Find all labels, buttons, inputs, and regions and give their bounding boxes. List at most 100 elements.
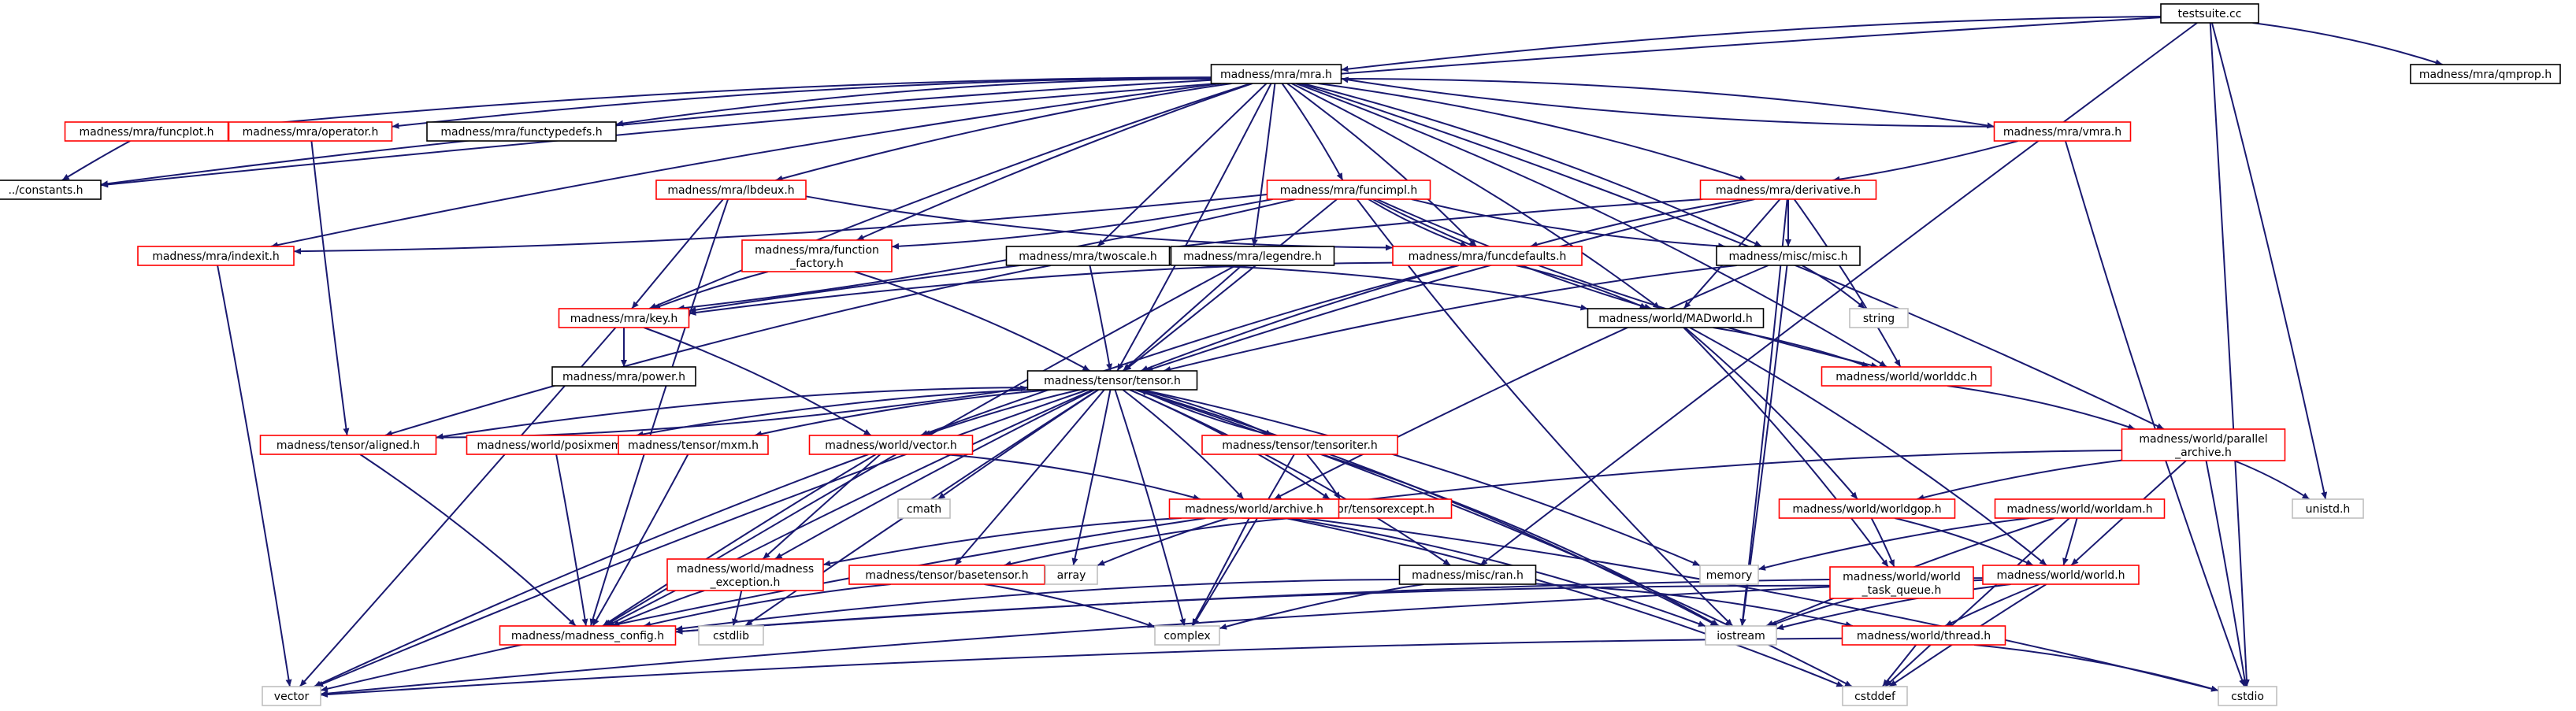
graph-node-n14[interactable]: madness/mra/legendre.h xyxy=(1170,246,1335,266)
edge-n27-n32 xyxy=(945,454,1201,501)
edge-n9-n16 xyxy=(1411,198,1726,250)
graph-node-n0[interactable]: testsuite.cc xyxy=(2160,3,2259,24)
edge-n23-n32 xyxy=(1338,450,2122,505)
graph-node-n22[interactable]: madness/world/worlddc.h xyxy=(1821,366,1992,387)
node-box xyxy=(666,558,824,591)
graph-node-n7[interactable]: ../constants.h xyxy=(0,180,102,200)
edge-n1-n9 xyxy=(1281,83,1344,181)
node-label: unistd.h xyxy=(2306,503,2351,516)
edge-n3-n7 xyxy=(61,140,131,181)
graph-node-n42[interactable]: madness/madness_config.h xyxy=(499,625,677,646)
edge-n38-n46 xyxy=(1535,583,1854,628)
graph-node-n41[interactable]: madness/world/world.h xyxy=(1982,565,2140,585)
graph-node-n29[interactable]: unistd.h xyxy=(2292,498,2364,519)
edge-n23-n33 xyxy=(1917,459,2122,501)
edge-n10-n21 xyxy=(1145,198,1755,372)
graph-node-n39[interactable]: memory xyxy=(1699,565,1759,585)
graph-node-n5[interactable]: madness/mra/functypedefs.h xyxy=(426,121,617,142)
edges-layer xyxy=(61,16,2443,698)
node-box xyxy=(228,121,393,142)
graph-node-n30[interactable]: cmath xyxy=(897,498,951,519)
graph-node-n24[interactable]: madness/tensor/aligned.h xyxy=(259,435,437,455)
graph-node-n46[interactable]: madness/world/thread.h xyxy=(1841,625,2006,646)
graph-node-n2[interactable]: madness/mra/qmprop.h xyxy=(2410,64,2561,84)
graph-node-n44[interactable]: complex xyxy=(1154,625,1220,646)
graph-node-n10[interactable]: madness/mra/derivative.h xyxy=(1699,180,1877,200)
graph-node-n26[interactable]: madness/tensor/mxm.h xyxy=(618,435,769,455)
graph-node-n16[interactable]: madness/misc/misc.h xyxy=(1716,246,1861,266)
edge-n1-n8 xyxy=(775,83,1232,182)
nodes-layer: testsuite.cc madness/mra/mra.h madness/mra… xyxy=(0,3,2561,706)
graph-node-n40[interactable]: madness/world/world_task_queue.h xyxy=(1829,566,1974,599)
graph-node-n23[interactable]: madness/world/parallel_archive.h xyxy=(2121,428,2286,461)
node-box xyxy=(1829,566,1974,599)
node-box xyxy=(259,435,437,455)
graph-node-n8[interactable]: madness/mra/lbdeux.h xyxy=(655,180,807,200)
node-label: madness/mra/funcimpl.h xyxy=(1280,184,1418,197)
graph-node-n19[interactable]: madness/world/MADworld.h xyxy=(1587,308,1765,328)
graph-node-n34[interactable]: madness/world/worldam.h xyxy=(1994,498,2166,519)
graph-node-n6[interactable]: madness/mra/vmra.h xyxy=(1993,121,2132,142)
node-box xyxy=(2292,498,2364,519)
edge-n21-n36 xyxy=(954,389,1105,566)
graph-node-n18[interactable]: string xyxy=(1849,308,1909,328)
graph-node-n17[interactable]: madness/mra/key.h xyxy=(558,308,690,328)
node-box xyxy=(1201,435,1398,455)
graph-node-n15[interactable]: madness/mra/funcdefaults.h xyxy=(1392,246,1583,266)
graph-node-n32[interactable]: madness/world/archive.h xyxy=(1168,498,1340,519)
edge-n21-n44 xyxy=(1114,389,1186,627)
edge-n21-n47 xyxy=(315,389,1089,687)
graph-node-n43[interactable]: cstdlib xyxy=(698,625,764,646)
graph-node-n13[interactable]: madness/mra/twoscale.h xyxy=(1005,246,1171,266)
graph-node-n49[interactable]: cstdio xyxy=(2218,686,2277,706)
edge-n46-n49 xyxy=(1974,644,2219,692)
graph-node-n36[interactable]: madness/tensor/basetensor.h xyxy=(848,565,1045,585)
graph-node-n12[interactable]: madness/mra/function_factory.h xyxy=(741,239,893,272)
graph-node-n38[interactable]: madness/misc/ran.h xyxy=(1398,565,1537,585)
edge-n38-n42 xyxy=(675,579,1400,632)
edge-n38-n44 xyxy=(1219,583,1424,630)
edge-n46-n47 xyxy=(320,637,1843,698)
edge-n34-n48 xyxy=(1884,517,2070,687)
edge-n36-n42 xyxy=(643,583,891,628)
graph-node-n35[interactable]: madness/world/madness_exception.h xyxy=(666,558,824,591)
graph-node-n4[interactable]: madness/mra/operator.h xyxy=(228,121,393,142)
graph-node-n28[interactable]: madness/tensor/tensoriter.h xyxy=(1201,435,1398,455)
graph-node-n37[interactable]: array xyxy=(1045,565,1098,585)
graph-node-n20[interactable]: madness/mra/power.h xyxy=(551,366,696,387)
edge-n19-n41 xyxy=(1689,327,2047,566)
edge-n14-n21 xyxy=(1122,265,1243,372)
graph-node-n9[interactable]: madness/mra/funcimpl.h xyxy=(1266,180,1431,200)
graph-node-n48[interactable]: cstddef xyxy=(1842,686,1908,706)
node-label: complex xyxy=(1164,630,1210,642)
node-box xyxy=(137,246,295,266)
graph-node-n47[interactable]: vector xyxy=(262,686,321,706)
graph-node-n11[interactable]: madness/mra/indexit.h xyxy=(137,246,295,266)
edge-n19-n33 xyxy=(1684,327,1858,500)
edge-n1-n3 xyxy=(228,76,1212,130)
edge-n6-n10 xyxy=(1832,140,2018,183)
graph-node-n3[interactable]: madness/mra/funcplot.h xyxy=(64,121,229,142)
graph-node-n27[interactable]: madness/world/vector.h xyxy=(808,435,974,455)
edge-n46-n48 xyxy=(1881,644,1917,687)
node-label: madness/mra/power.h xyxy=(562,371,685,383)
node-label: madness/tensor/tensoriter.h xyxy=(1222,439,1378,452)
graph-node-n33[interactable]: madness/world/worldgop.h xyxy=(1778,498,1956,519)
edge-n1-n22 xyxy=(1295,83,1887,368)
node-label: madness/world/worlddc.h xyxy=(1835,371,1977,383)
edge-n9-n17 xyxy=(677,198,1296,312)
graph-node-n21[interactable]: madness/tensor/tensor.h xyxy=(1026,370,1198,391)
graph-node-n25[interactable]: madness/world/posixmem.h xyxy=(466,435,644,455)
node-label: madness/world/parallel xyxy=(2139,433,2267,446)
edge-n34-n39 xyxy=(1758,517,2030,571)
graph-node-n1[interactable]: madness/mra/mra.h xyxy=(1210,64,1342,84)
node-label: madness/world/MADworld.h xyxy=(1598,313,1752,325)
edge-n1-n6 xyxy=(1341,78,1995,129)
edge-n26-n42 xyxy=(592,454,689,627)
node-box xyxy=(897,498,951,519)
edge-n16-n18 xyxy=(1802,265,1866,309)
graph-node-n45[interactable]: iostream xyxy=(1705,625,1777,646)
node-label: madness/mra/functypedefs.h xyxy=(440,126,602,139)
edge-n41-n45 xyxy=(1776,583,2011,631)
edge-n21-n38 xyxy=(1129,389,1451,566)
